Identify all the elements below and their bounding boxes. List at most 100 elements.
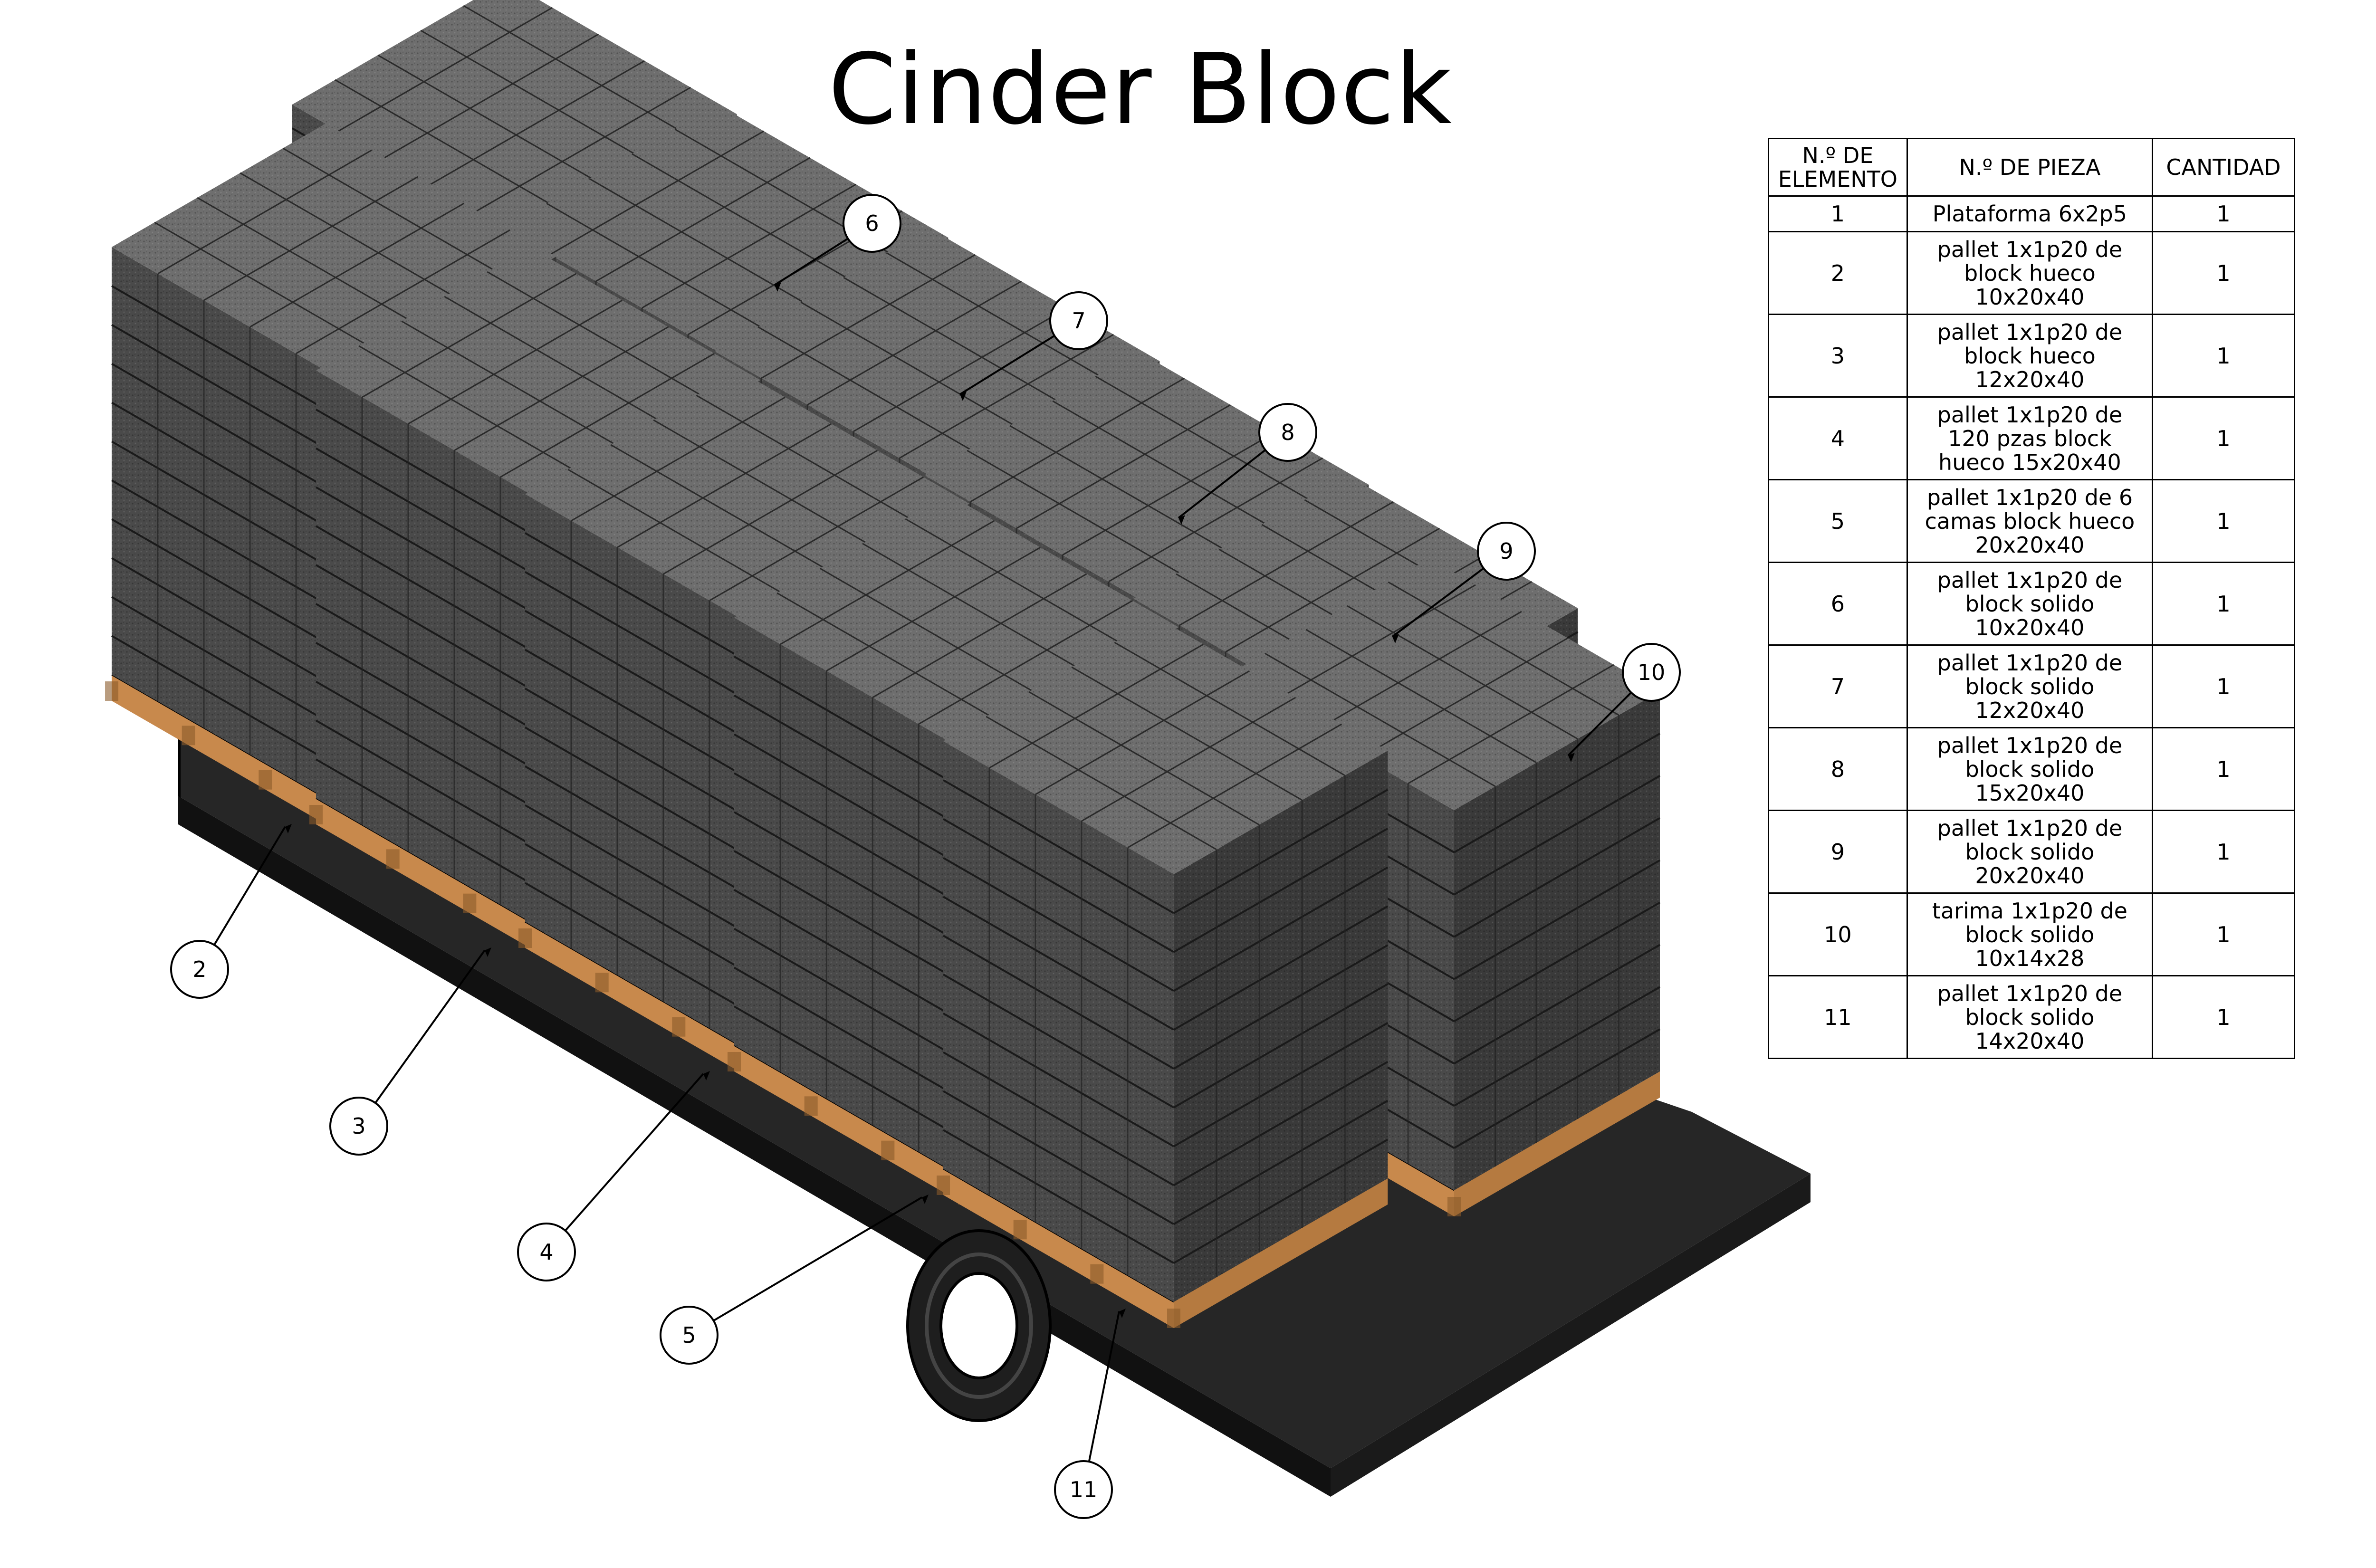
bom-cell-item: 9	[1768, 810, 1908, 894]
balloon-circle	[1477, 522, 1536, 581]
pallet-right-face	[1454, 1071, 1660, 1216]
bom-cell-part: pallet 1x1p20 de block hueco 10x20x40	[1906, 231, 2154, 315]
balloon-6: 6	[774, 194, 901, 292]
bom-cell-part: pallet 1x1p20 de block solido 10x20x40	[1906, 562, 2154, 646]
balloon-2: 2	[170, 824, 292, 999]
tire-hub-opening	[939, 1272, 1018, 1379]
bom-header-part: N.º DE PIEZA	[1906, 138, 2154, 197]
balloon-10: 10	[1567, 643, 1681, 762]
balloon-circle	[329, 1097, 388, 1156]
leader-arrowhead	[285, 824, 292, 833]
bom-cell-part: pallet 1x1p20 de block hueco 12x20x40	[1906, 314, 2154, 398]
pallet-left-face	[112, 675, 343, 834]
bom-cell-item: 1	[1768, 195, 1908, 232]
bom-cell-part: pallet 1x1p20 de 120 pzas block hueco 15…	[1906, 396, 2154, 480]
balloon-label: 5	[682, 1322, 696, 1348]
bom-cell-item: 5	[1768, 479, 1908, 563]
balloon-label: 9	[1499, 538, 1513, 564]
balloon-label: 8	[1281, 420, 1294, 445]
pallet-left-face	[734, 1045, 965, 1205]
pallet-right-face	[1174, 1178, 1388, 1328]
leader-arrowhead	[703, 1071, 710, 1080]
balloon-9: 9	[1391, 522, 1536, 643]
bom-cell-item: 6	[1768, 562, 1908, 646]
bom-cell-qty: 1	[2152, 562, 2295, 646]
balloon-label: 3	[352, 1113, 365, 1139]
bom-cell-part: pallet 1x1p20 de block solido 15x20x40	[1906, 727, 2154, 811]
bom-cell-qty: 1	[2152, 479, 2295, 563]
tire-tread	[925, 1252, 1033, 1399]
balloon-4: 4	[517, 1071, 710, 1281]
bom-cell-qty: 1	[2152, 892, 2295, 976]
leader-arrowhead	[922, 1195, 929, 1204]
bom-cell-item: 8	[1768, 727, 1908, 811]
balloon-label: 4	[539, 1239, 553, 1265]
leader-line	[688, 1196, 923, 1336]
balloon-7: 7	[959, 291, 1108, 401]
bom-cell-part: tarima 1x1p20 de block solido 10x14x28	[1906, 892, 2154, 976]
leader-line	[1083, 1311, 1120, 1490]
leader-line	[358, 949, 486, 1127]
wood-pallet	[937, 1168, 1388, 1328]
balloon-8: 8	[1178, 403, 1317, 525]
balloon-circle	[1054, 1460, 1113, 1519]
bom-cell-item: 7	[1768, 644, 1908, 728]
bom-cell-qty: 1	[2152, 975, 2295, 1059]
bom-cell-qty: 1	[2152, 195, 2295, 232]
balloon-circle	[660, 1306, 719, 1365]
balloon-5: 5	[660, 1195, 929, 1365]
balloon-11: 11	[1054, 1309, 1126, 1519]
bom-header-qty: CANTIDAD	[2152, 138, 2295, 197]
pallet-left-face	[943, 1169, 1174, 1328]
bom-cell-part: pallet 1x1p20 de block solido 20x20x40	[1906, 810, 2154, 894]
balloon-circle	[517, 1223, 576, 1281]
bom-cell-item: 11	[1768, 975, 1908, 1059]
bom-cell-qty: 1	[2152, 727, 2295, 811]
leader-arrowhead	[1392, 634, 1399, 643]
bom-cell-qty: 1	[2152, 810, 2295, 894]
bom-header-item: N.º DE ELEMENTO	[1768, 138, 1908, 197]
bom-cell-item: 10	[1768, 892, 1908, 976]
leader-arrowhead	[960, 392, 967, 401]
balloon-circle	[170, 940, 229, 999]
balloon-label: 6	[865, 210, 879, 236]
bom-cell-item: 3	[1768, 314, 1908, 398]
pallet-stacks	[105, 0, 1661, 1328]
leader-line	[546, 1073, 704, 1253]
callout-balloons: 2 3 4 5 6 7 8 9 10 11	[170, 194, 1681, 1519]
bom-cell-qty: 1	[2152, 396, 2295, 480]
bom-cell-part: pallet 1x1p20 de block solido 14x20x40	[1906, 975, 2154, 1059]
balloon-circle	[1258, 403, 1317, 462]
leader-arrowhead	[1568, 753, 1575, 762]
balloon-circle	[1622, 643, 1681, 702]
leader-arrowhead	[1119, 1309, 1126, 1318]
balloon-label: 2	[192, 956, 206, 982]
pallet-left-face	[316, 798, 546, 957]
leader-arrowhead	[485, 947, 491, 957]
bom-cell-part: Plataforma 6x2p5	[1906, 195, 2154, 232]
balloon-label: 7	[1072, 308, 1085, 334]
bom-cell-part: pallet 1x1p20 de block solido 12x20x40	[1906, 644, 2154, 728]
bom-cell-qty: 1	[2152, 231, 2295, 315]
trailer-wheel	[906, 1229, 1052, 1422]
balloon-circle	[1049, 291, 1108, 350]
balloon-label: 11	[1070, 1477, 1098, 1502]
bom-cell-qty: 1	[2152, 644, 2295, 728]
bom-cell-qty: 1	[2152, 314, 2295, 398]
leader-arrowhead	[775, 282, 781, 292]
leader-arrowhead	[1178, 515, 1185, 525]
pallet-left-face	[525, 922, 756, 1081]
platform-edge-right	[1331, 1174, 1811, 1497]
